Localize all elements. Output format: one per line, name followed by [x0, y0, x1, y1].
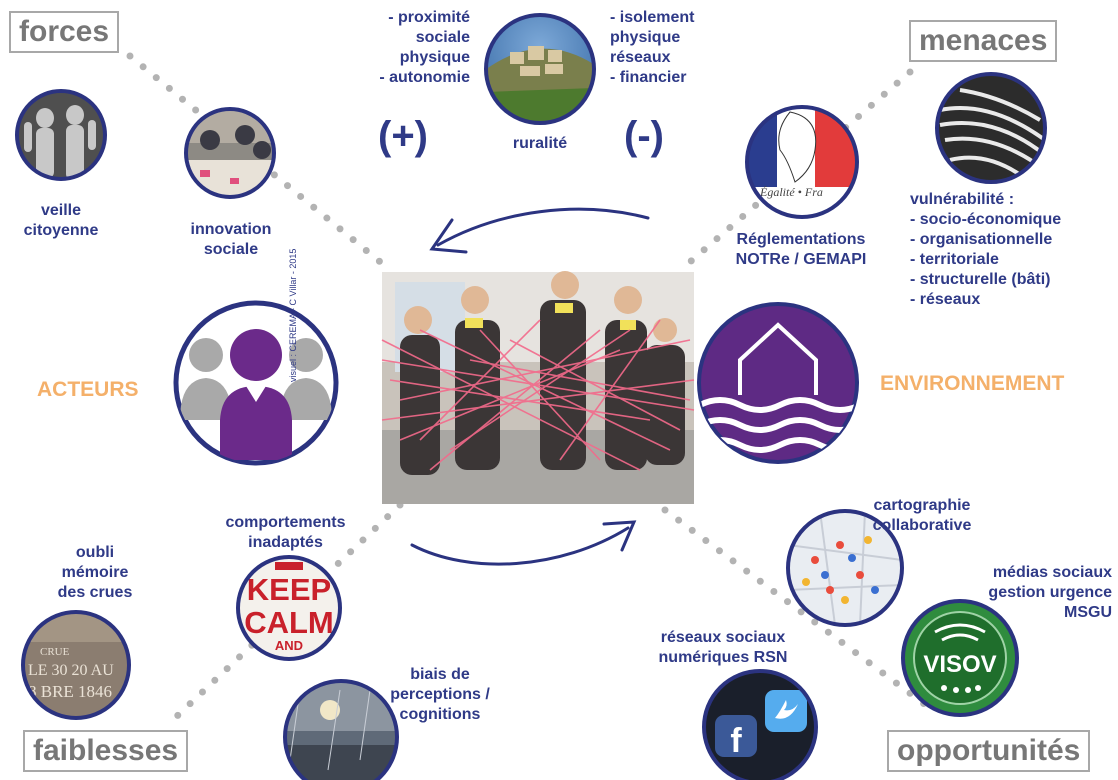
opportunites-label: opportunités: [887, 730, 1091, 772]
arrow-bottom: [410, 526, 630, 566]
minus-item: - isolement: [610, 9, 695, 26]
arrow-bottom-head: [602, 520, 637, 552]
cartographie-image: [786, 509, 904, 627]
forces-label: forces: [9, 11, 120, 53]
rsn-line: numériques RSN: [658, 649, 788, 666]
biais-line: biais de: [410, 666, 470, 683]
acteurs-label: ACTEURS: [37, 378, 139, 401]
vulnerabilite-line: - socio-économique: [910, 211, 1062, 228]
cartographie-line: cartographie: [873, 497, 971, 514]
minus-item: - financier: [610, 69, 687, 86]
connector-menaces: [686, 68, 914, 266]
comportements-line: inadaptés: [248, 534, 323, 551]
minus-item: physique: [610, 29, 681, 46]
medias-sociaux-label: médias sociaux gestion urgence MSGU: [960, 563, 1112, 623]
plus-sign: (+): [378, 114, 428, 158]
marianne-logo: Égalité • Fra: [745, 105, 859, 219]
plus-item: - proximité: [388, 9, 470, 26]
and-text: AND: [275, 638, 303, 653]
arrow-top: [436, 207, 650, 247]
center-photo: [381, 271, 695, 504]
ruralite-label: ruralité: [512, 135, 568, 152]
cartographie-label: cartographie collaborative: [852, 496, 992, 536]
crue-line-2: LE 30 20 AU: [28, 662, 114, 679]
crue-line-1: CRUE: [40, 646, 70, 658]
photo-credit: visuel : CEREMA - C Villar - 2015: [288, 248, 298, 382]
comportements-line: comportements: [225, 514, 346, 531]
visov-text: VISOV: [923, 651, 996, 678]
calm-text: CALM: [244, 605, 334, 640]
vulnerabilite-line: - réseaux: [910, 291, 981, 308]
reglementations-line: Réglementations: [736, 231, 866, 248]
acteurs-icon: [173, 300, 339, 466]
oubli-line: oubli: [75, 544, 115, 561]
plus-item: sociale: [415, 29, 470, 46]
oubli-label: oubli mémoire des crues: [40, 543, 150, 603]
vulnerabilite-line: - organisationnelle: [910, 231, 1053, 248]
medias-line: gestion urgence: [988, 584, 1112, 601]
oubli-line: mémoire: [61, 564, 129, 581]
innovation-sociale-label: innovation sociale: [170, 220, 292, 260]
biais-line: perceptions /: [390, 686, 490, 703]
vulnerabilite-line: - structurelle (bâti): [910, 271, 1051, 288]
cartographie-line: collaborative: [872, 517, 972, 534]
plus-list: - proximité sociale physique - autonomie: [360, 8, 470, 88]
veille-citoyenne-label: veille citoyenne: [0, 201, 122, 241]
medias-line: MSGU: [1064, 604, 1112, 621]
keep-text: KEEP: [247, 572, 331, 607]
cycle-arrows: [410, 207, 650, 566]
plus-item: physique: [399, 49, 470, 66]
connector-opportunites: [661, 506, 939, 716]
marianne-motto: Égalité • Fra: [759, 185, 823, 199]
keep-calm-image: KEEP CALM AND: [236, 555, 342, 661]
medias-line: médias sociaux: [992, 564, 1112, 581]
rsn-label: réseaux sociaux numériques RSN: [638, 628, 808, 668]
innovation-line: sociale: [203, 241, 259, 258]
menaces-label: menaces: [909, 20, 1058, 62]
innovation-line: innovation: [190, 221, 272, 238]
innovation-sociale-image: [184, 107, 276, 199]
minus-list: - isolement physique réseaux - financier: [610, 8, 730, 88]
arrow-top-head: [429, 218, 468, 254]
vulnerabilite-line: - territoriale: [910, 251, 999, 268]
minus-item: réseaux: [610, 49, 671, 66]
minus-sign: (-): [624, 114, 664, 158]
comportements-label: comportements inadaptés: [208, 513, 363, 553]
visov-logo: VISOV: [901, 599, 1019, 717]
vulnerabilite-line: vulnérabilité :: [910, 191, 1015, 208]
crue-marker-image: CRUE LE 30 20 AU 8 BRE 1846: [21, 610, 131, 720]
vulnerabilite-list: vulnérabilité : - socio-économique - org…: [910, 190, 1110, 310]
svg-text:f: f: [730, 722, 742, 760]
oubli-line: des crues: [57, 584, 133, 601]
environnement-label: ENVIRONNEMENT: [880, 372, 1065, 395]
veille-citoyenne-image: [15, 89, 107, 181]
environnement-icon: [697, 302, 859, 464]
biais-label: biais de perceptions / cognitions: [375, 665, 505, 725]
faiblesses-label: faiblesses: [23, 730, 189, 772]
rsn-image: f: [702, 669, 818, 780]
biais-image: [283, 679, 399, 780]
plus-item: - autonomie: [379, 69, 470, 86]
biais-line: cognitions: [399, 706, 481, 723]
reglementations-line: NOTRe / GEMAPI: [735, 251, 867, 268]
reseaux-image: [935, 72, 1047, 184]
reglementations-label: Réglementations NOTRe / GEMAPI: [726, 230, 876, 270]
veille-line: citoyenne: [23, 222, 99, 239]
crue-line-3: 8 BRE 1846: [28, 682, 112, 701]
veille-line: veille: [40, 202, 82, 219]
rsn-line: réseaux sociaux: [660, 629, 786, 646]
ruralite-image: [484, 13, 596, 125]
